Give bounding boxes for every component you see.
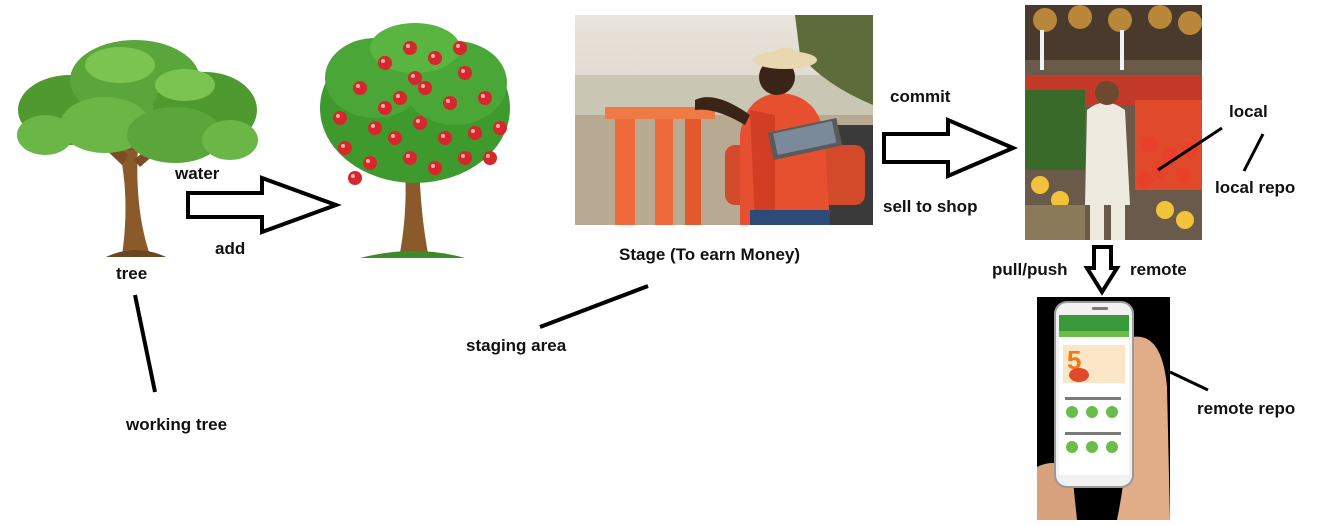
apple-icon — [443, 96, 457, 110]
apple-icon — [478, 91, 492, 105]
working-tree-line — [133, 294, 157, 393]
green-tree-icon — [17, 40, 258, 257]
remote-repo-label: remote repo — [1197, 399, 1296, 418]
remote-label: remote — [1130, 260, 1187, 279]
apple-icon — [368, 121, 382, 135]
water-label: water — [175, 164, 220, 183]
smartphone-photo: 5 — [1037, 297, 1170, 520]
local-label: local — [1229, 102, 1268, 121]
commit-arrow-icon — [882, 116, 1019, 180]
apple-icon — [403, 151, 417, 165]
apple-icon — [403, 41, 417, 55]
local-pointer-line — [1157, 126, 1223, 172]
remote-repo-line — [1169, 370, 1209, 392]
add-label: add — [215, 239, 246, 258]
stage-label: Stage (To earn Money) — [619, 245, 801, 264]
apple-icon — [393, 91, 407, 105]
apple-icon — [363, 156, 377, 170]
apple-icon — [453, 41, 467, 55]
sell-to-shop-label: sell to shop — [883, 197, 978, 216]
apple-icon — [378, 101, 392, 115]
apple-icon — [428, 51, 442, 65]
apple-icon — [338, 141, 352, 155]
apple-icon — [483, 151, 497, 165]
apple-icon — [378, 56, 392, 70]
fruit-shop-photo — [1025, 5, 1202, 240]
staging-area-label: staging area — [466, 336, 567, 355]
pull-push-label: pull/push — [992, 260, 1068, 279]
apple-icon — [408, 71, 422, 85]
tree-label: tree — [116, 264, 148, 283]
apple-tree-icon — [320, 23, 510, 258]
working-tree-label: working tree — [126, 415, 228, 434]
apple-icon — [458, 66, 472, 80]
apple-icon — [428, 161, 442, 175]
apple-icon — [493, 121, 507, 135]
commit-label: commit — [890, 87, 951, 106]
apple-icon — [348, 171, 362, 185]
local-repo-label: local repo — [1215, 178, 1296, 197]
apple-icon — [438, 131, 452, 145]
apple-icon — [418, 81, 432, 95]
local-repo-line — [1242, 133, 1265, 172]
pull-push-arrow-icon — [1083, 245, 1121, 296]
apple-icon — [468, 126, 482, 140]
apple-icon — [413, 116, 427, 130]
add-arrow-icon — [186, 175, 342, 235]
apple-cluster — [333, 41, 507, 185]
apple-icon — [353, 81, 367, 95]
farmer-photo — [575, 15, 873, 225]
staging-area-line — [539, 284, 649, 329]
apple-icon — [458, 151, 472, 165]
apple-icon — [333, 111, 347, 125]
phone-promo-number: 5 — [1067, 345, 1081, 375]
apple-icon — [388, 131, 402, 145]
